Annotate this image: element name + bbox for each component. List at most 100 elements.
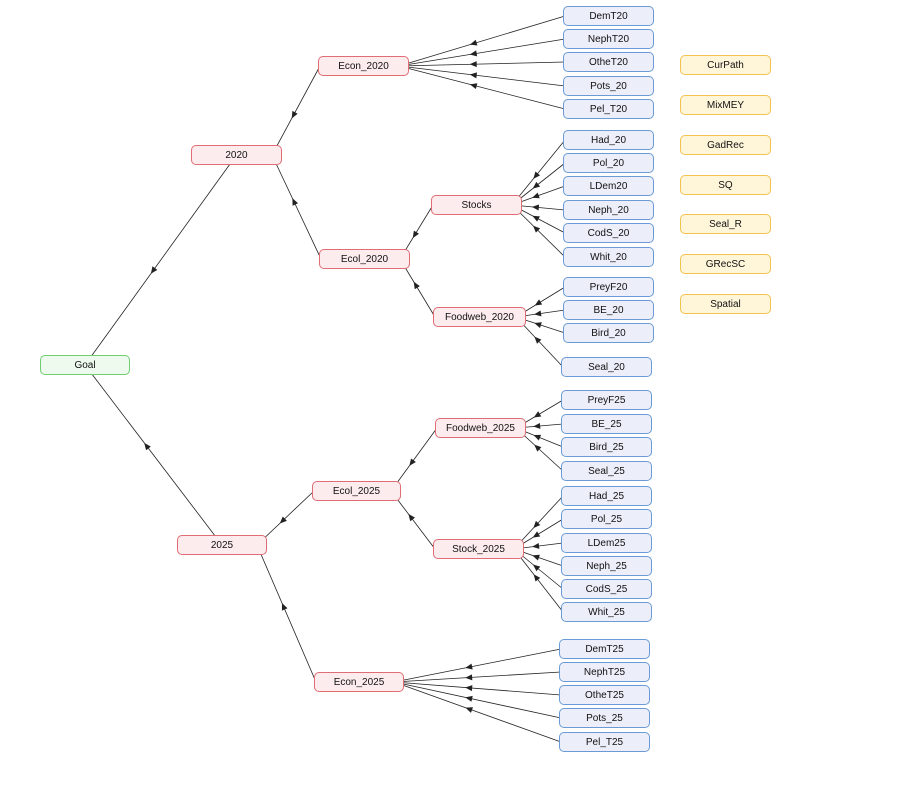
- arrowhead-otht20-to-econ2020: [469, 61, 477, 68]
- arrowhead-otht25-to-econ2025: [465, 685, 473, 692]
- edge-econ2020-to-y2020: [271, 65, 321, 156]
- node-foodweb2020[interactable]: Foodweb_2020: [433, 307, 526, 327]
- arrowhead-ldem20-to-stocks: [532, 192, 540, 199]
- edge-had20-to-stocks: [511, 139, 566, 206]
- arrowhead-whit20-to-stocks: [532, 225, 541, 233]
- arrowhead-ldem25-to-stock2025: [532, 542, 540, 549]
- arrowhead-pol25-to-stock2025: [532, 531, 541, 538]
- arrowhead-be20-to-foodweb2020: [534, 310, 542, 317]
- edge-pelt20-to-econ2020: [398, 65, 566, 110]
- node-ecol2020[interactable]: Ecol_2020: [319, 249, 410, 269]
- arrowhead-pol20-to-stocks: [532, 181, 541, 189]
- arrowhead-demt25-to-econ2025: [465, 663, 473, 670]
- node-spatial[interactable]: Spatial: [680, 294, 771, 314]
- node-otht25[interactable]: OtheT25: [559, 685, 650, 705]
- node-pots25[interactable]: Pots_25: [559, 708, 650, 728]
- edge-stock2025-to-ecol2025: [390, 490, 436, 550]
- node-y2025[interactable]: 2025: [177, 535, 267, 555]
- node-preyf20[interactable]: PreyF20: [563, 277, 654, 297]
- edge-econ2025-to-y2025: [256, 544, 317, 683]
- arrowhead-seal25-to-foodweb2025: [534, 444, 542, 452]
- arrowhead-be25-to-foodweb2025: [533, 422, 541, 429]
- arrowhead-pots20-to-econ2020: [469, 72, 478, 79]
- arrowhead-npht20-to-econ2020: [469, 50, 478, 57]
- edge-foodweb2025-to-ecol2025: [390, 427, 438, 492]
- arrowhead-foodweb2020-to-ecol2020: [413, 281, 420, 290]
- node-be25[interactable]: BE_25: [561, 414, 652, 434]
- node-stocks[interactable]: Stocks: [431, 195, 522, 215]
- edge-otht20-to-econ2020: [398, 61, 566, 67]
- edge-whit20-to-stocks: [511, 204, 566, 258]
- node-grecsc[interactable]: GRecSC: [680, 254, 771, 274]
- edge-demt25-to-econ2025: [393, 648, 562, 683]
- edge-y2025-to-goal: [84, 364, 223, 546]
- node-cods20[interactable]: CodS_20: [563, 223, 654, 243]
- node-pelt20[interactable]: Pel_T20: [563, 99, 654, 119]
- node-seal20[interactable]: Seal_20: [561, 357, 652, 377]
- arrowhead-stock2025-to-ecol2025: [408, 513, 416, 522]
- node-bird25[interactable]: Bird_25: [561, 437, 652, 457]
- node-demt25[interactable]: DemT25: [559, 639, 650, 659]
- arrowhead-pelt25-to-econ2025: [465, 707, 473, 713]
- node-pelt25[interactable]: Pel_T25: [559, 732, 650, 752]
- node-be20[interactable]: BE_20: [563, 300, 654, 320]
- node-neph25[interactable]: Neph_25: [561, 556, 652, 576]
- arrowhead-preyf20-to-foodweb2020: [534, 299, 543, 306]
- node-foodweb2025[interactable]: Foodweb_2025: [435, 418, 526, 438]
- node-ldem20[interactable]: LDem20: [563, 176, 654, 196]
- node-econ2020[interactable]: Econ_2020: [318, 56, 409, 76]
- node-cods25[interactable]: CodS_25: [561, 579, 652, 599]
- arrowhead-neph25-to-stock2025: [532, 554, 540, 561]
- edge-otht25-to-econ2025: [393, 681, 562, 696]
- arrowhead-stocks-to-ecol2020: [412, 230, 419, 239]
- node-bird20[interactable]: Bird_20: [563, 323, 654, 343]
- arrowhead-seal20-to-foodweb2020: [534, 336, 542, 344]
- arrowhead-bird20-to-foodweb2020: [534, 322, 542, 328]
- node-had25[interactable]: Had_25: [561, 486, 652, 506]
- node-ldem25[interactable]: LDem25: [561, 533, 652, 553]
- node-econ2025[interactable]: Econ_2025: [314, 672, 404, 692]
- arrowhead-had25-to-stock2025: [533, 520, 541, 529]
- arrowhead-foodweb2025-to-ecol2025: [409, 458, 416, 466]
- node-npht25[interactable]: NephT25: [559, 662, 650, 682]
- node-mixmey[interactable]: MixMEY: [680, 95, 771, 115]
- node-sq[interactable]: SQ: [680, 175, 771, 195]
- edge-npht25-to-econ2025: [393, 671, 562, 683]
- node-sealr[interactable]: Seal_R: [680, 214, 771, 234]
- edge-pots20-to-econ2020: [398, 65, 566, 87]
- edge-demt20-to-econ2020: [398, 15, 566, 67]
- node-gadrec[interactable]: GadRec: [680, 135, 771, 155]
- arrowhead-pots25-to-econ2025: [465, 695, 473, 702]
- node-goal[interactable]: Goal: [40, 355, 130, 375]
- edge-pelt25-to-econ2025: [393, 681, 562, 743]
- arrowhead-npht25-to-econ2025: [465, 674, 473, 681]
- node-had20[interactable]: Had_20: [563, 130, 654, 150]
- node-npht20[interactable]: NephT20: [563, 29, 654, 49]
- node-curpath[interactable]: CurPath: [680, 55, 771, 75]
- arrowhead-preyf25-to-foodweb2025: [533, 411, 542, 418]
- arrowhead-cods25-to-stock2025: [532, 564, 541, 572]
- node-whit25[interactable]: Whit_25: [561, 602, 652, 622]
- arrowhead-demt20-to-econ2020: [469, 39, 478, 46]
- node-preyf25[interactable]: PreyF25: [561, 390, 652, 410]
- arrowhead-bird25-to-foodweb2025: [533, 434, 542, 441]
- edge-pots25-to-econ2025: [393, 681, 562, 719]
- edge-whit25-to-stock2025: [513, 548, 564, 613]
- node-whit20[interactable]: Whit_20: [563, 247, 654, 267]
- node-stock2025[interactable]: Stock_2025: [433, 539, 524, 559]
- arrowhead-y2020-to-goal: [150, 266, 158, 274]
- arrowhead-neph20-to-stocks: [531, 204, 540, 211]
- node-otht20[interactable]: OtheT20: [563, 52, 654, 72]
- node-neph20[interactable]: Neph_20: [563, 200, 654, 220]
- node-y2020[interactable]: 2020: [191, 145, 282, 165]
- node-ecol2025[interactable]: Ecol_2025: [312, 481, 401, 501]
- node-demt20[interactable]: DemT20: [563, 6, 654, 26]
- node-pol25[interactable]: Pol_25: [561, 509, 652, 529]
- arrowhead-econ2025-to-y2025: [281, 602, 288, 611]
- arrowhead-y2025-to-goal: [144, 442, 151, 451]
- node-pol20[interactable]: Pol_20: [563, 153, 654, 173]
- node-pots20[interactable]: Pots_20: [563, 76, 654, 96]
- node-seal25[interactable]: Seal_25: [561, 461, 652, 481]
